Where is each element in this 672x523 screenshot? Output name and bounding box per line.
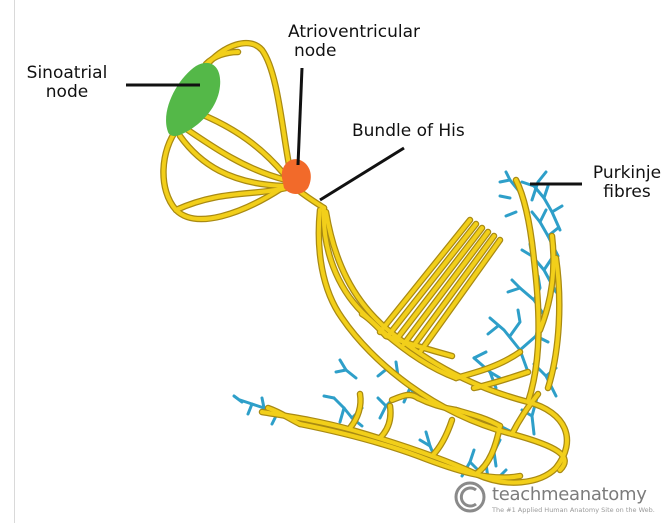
atrioventricular-label-line1: Atrioventricular bbox=[288, 23, 478, 42]
atrioventricular-label-line2: node bbox=[288, 42, 478, 61]
watermark-brand: teachmeanatomy bbox=[492, 484, 647, 505]
atrioventricular-label: Atrioventricular node bbox=[288, 23, 478, 61]
conduction-pathways bbox=[163, 43, 567, 482]
conduction-fibre bbox=[474, 372, 528, 388]
sinoatrial-label: Sinoatrial node bbox=[14, 64, 120, 102]
purkinje-label-line1: Purkinje bbox=[584, 164, 670, 183]
bundle-of-his-label: Bundle of His bbox=[352, 122, 512, 141]
bundle-of-his-leader-line bbox=[320, 148, 404, 200]
atrioventricular-leader-line bbox=[298, 68, 302, 165]
sinoatrial-label-line2: node bbox=[14, 83, 120, 102]
conduction-fibre bbox=[206, 52, 238, 64]
copyright-logo-icon bbox=[456, 483, 484, 511]
atrioventricular-node bbox=[282, 159, 311, 194]
sinoatrial-node bbox=[166, 63, 220, 136]
purkinje-label: Purkinje fibres bbox=[584, 164, 670, 202]
sinoatrial-label-line1: Sinoatrial bbox=[14, 64, 120, 83]
purkinje-label-line2: fibres bbox=[584, 183, 670, 202]
watermark-tagline: The #1 Applied Human Anatomy Site on the… bbox=[492, 506, 655, 514]
